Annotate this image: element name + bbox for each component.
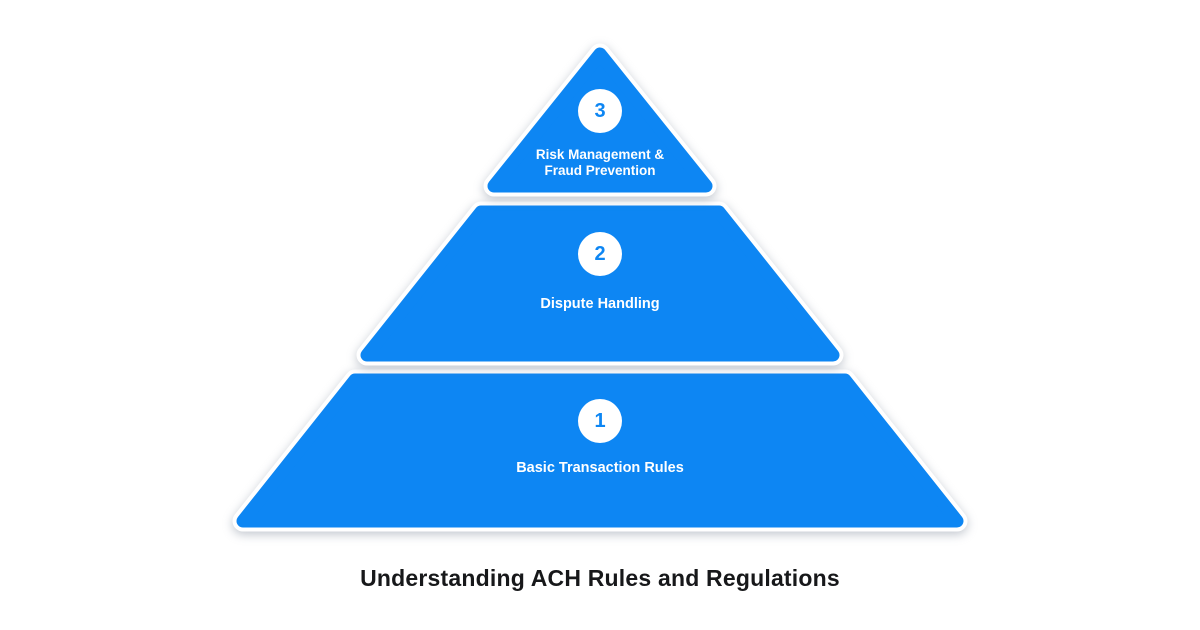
level-1-label: Basic Transaction Rules (516, 460, 684, 476)
level-1-badge: 1 (578, 399, 622, 443)
pyramid-level-1-shape (232, 369, 968, 532)
level-2-number: 2 (594, 243, 606, 265)
pyramid-level-2-shape (356, 201, 844, 366)
level-3-label: Risk Management & Fraud Prevention (535, 147, 665, 178)
level-3-badge: 3 (578, 89, 622, 133)
level-1-number: 1 (594, 410, 606, 432)
diagram-title: Understanding ACH Rules and Regulations (360, 565, 840, 591)
level-2-label: Dispute Handling (540, 296, 660, 312)
level-2-badge: 2 (578, 232, 622, 276)
level-2-fill (360, 205, 840, 362)
level-1-fill (236, 373, 964, 528)
level-3-number: 3 (594, 100, 606, 122)
